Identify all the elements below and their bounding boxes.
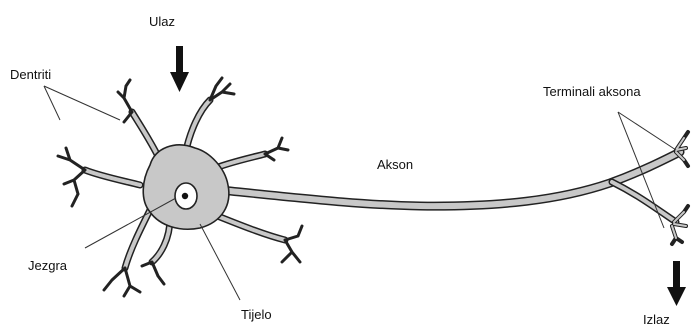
- label-dendrites: Dentriti: [10, 67, 51, 82]
- arrow-down-icon: [170, 46, 189, 92]
- nucleus: [175, 183, 197, 209]
- axon: [220, 152, 680, 222]
- label-axon-terminals: Terminali aksona: [543, 84, 641, 99]
- label-soma: Tijelo: [241, 307, 272, 322]
- label-output: Izlaz: [643, 312, 670, 327]
- arrow-down-icon: [667, 261, 686, 306]
- label-axon: Akson: [377, 157, 413, 172]
- label-nucleus: Jezgra: [28, 258, 68, 273]
- label-input: Ulaz: [149, 14, 175, 29]
